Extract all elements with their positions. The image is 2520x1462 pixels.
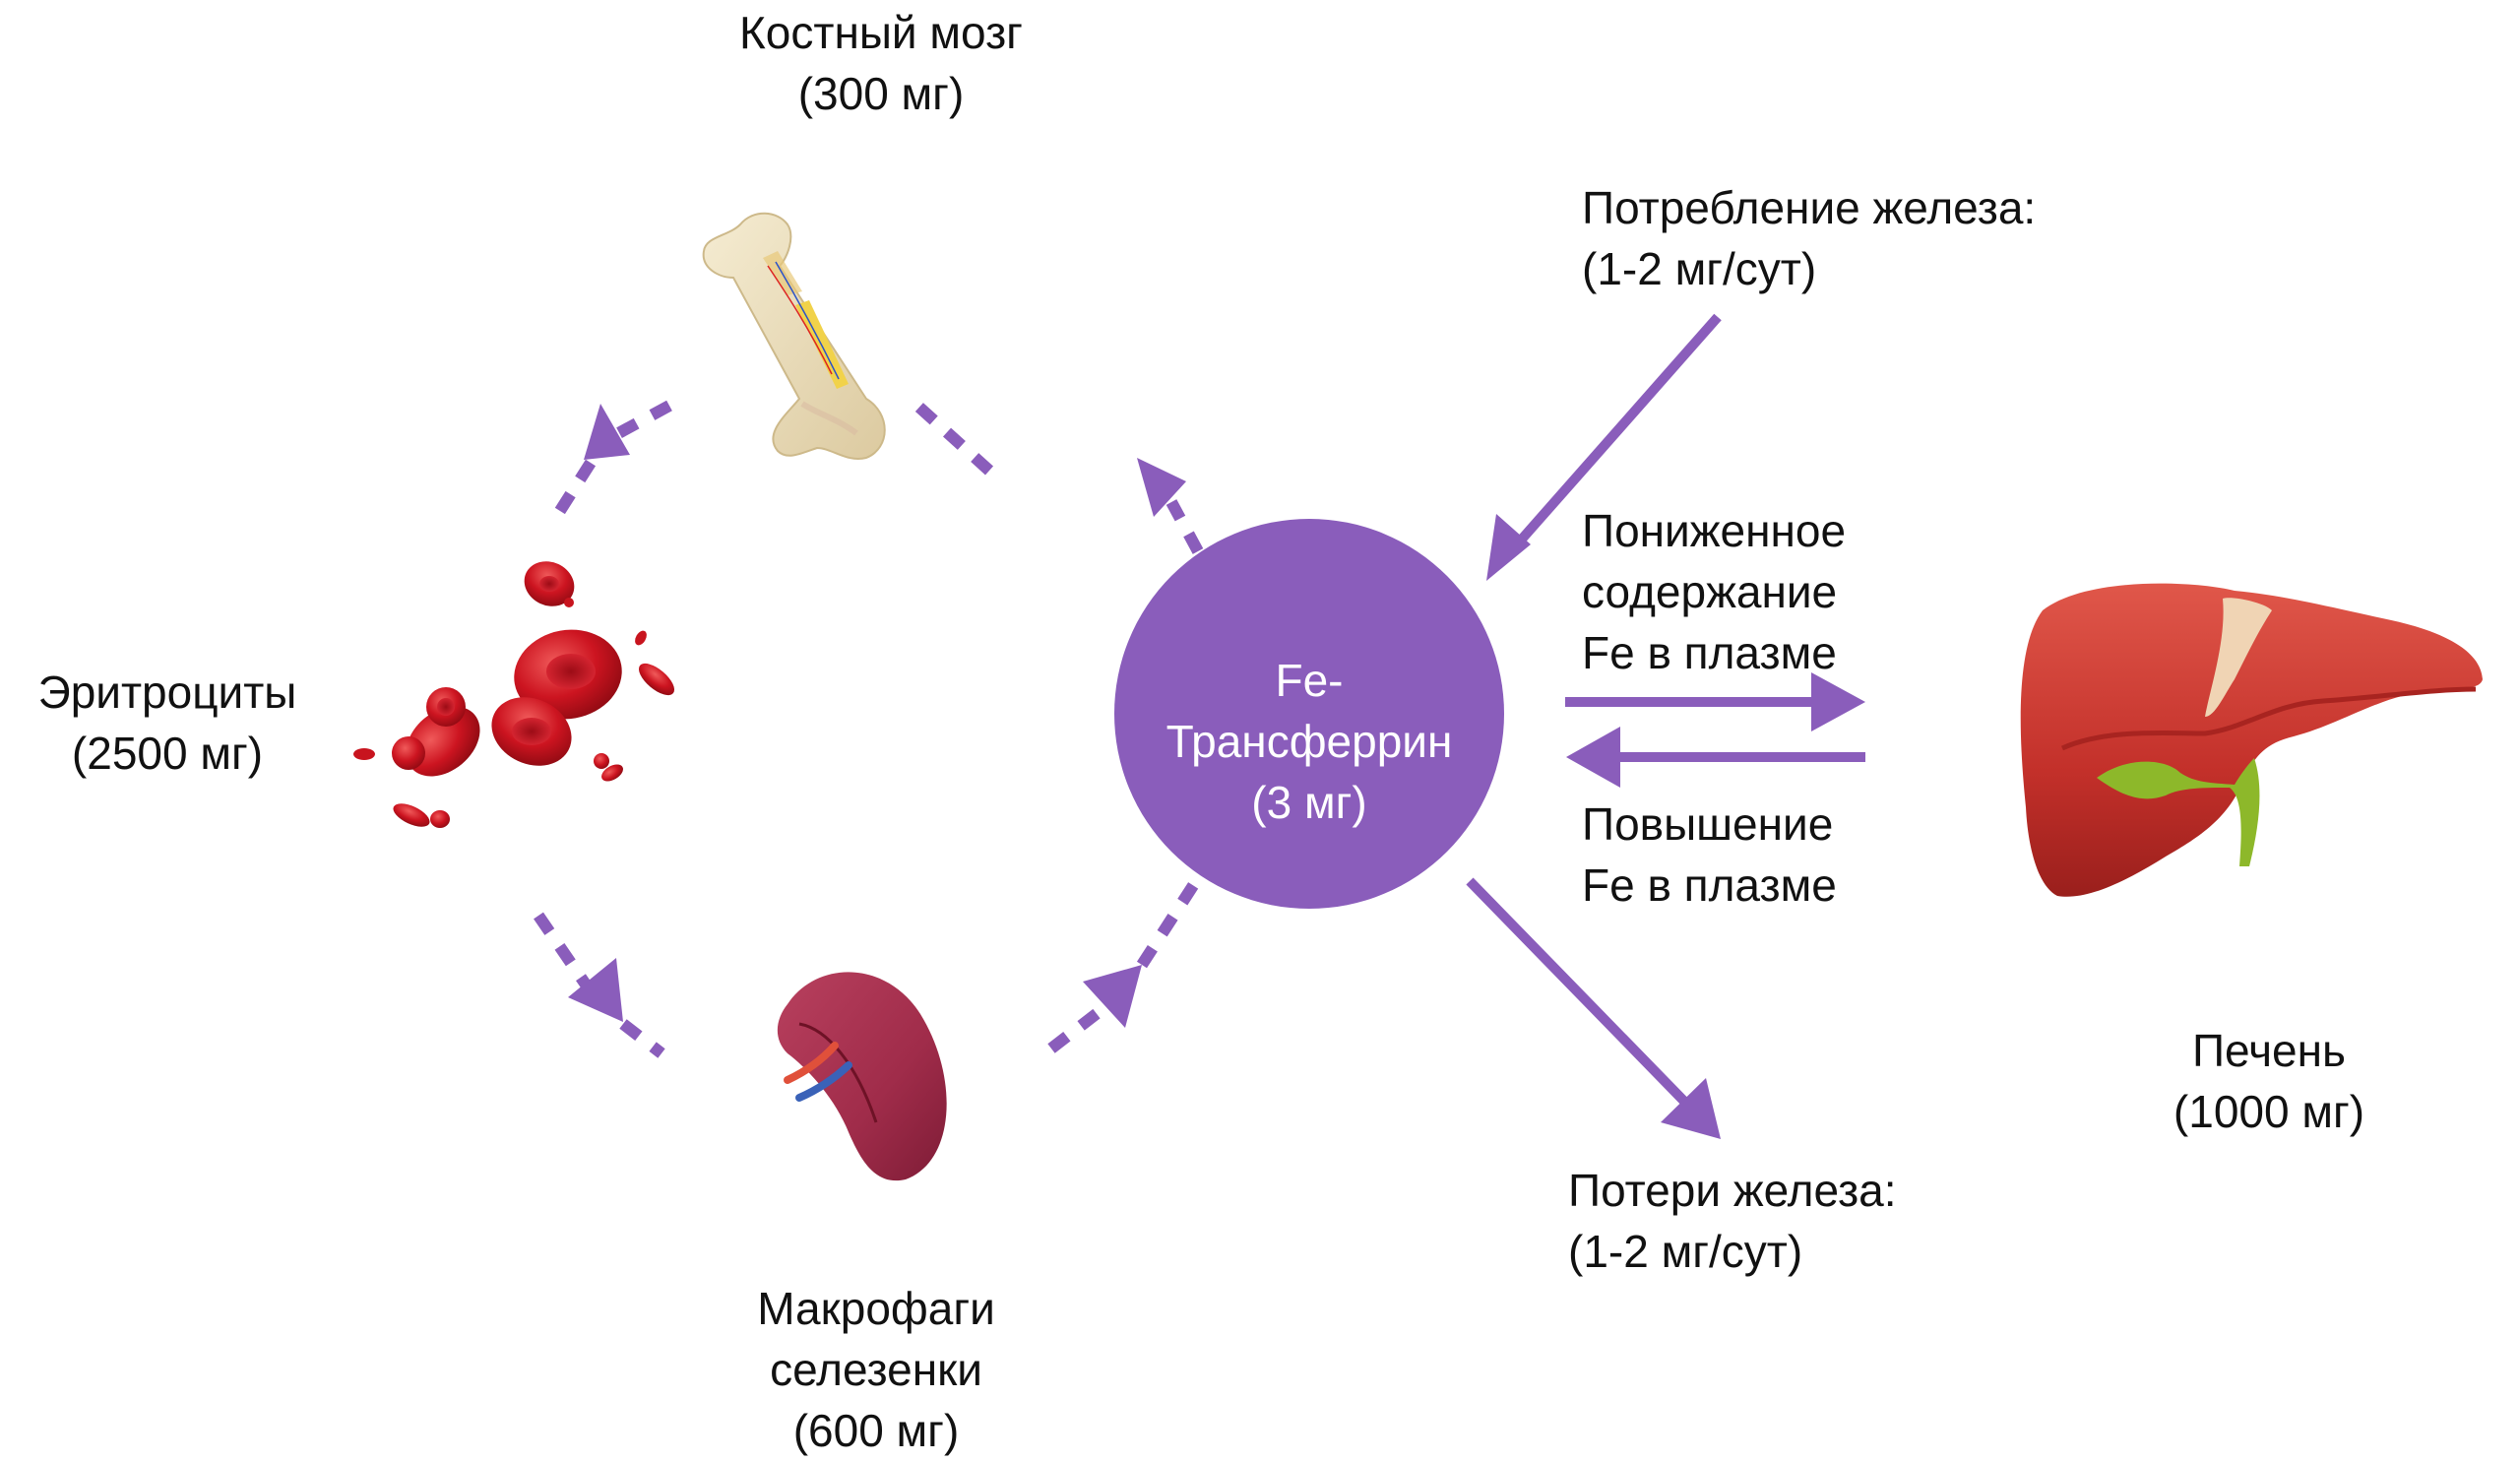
red-blood-cells-icon: [353, 561, 675, 828]
dashed-arrow-transferrin-to-marrow: [911, 399, 1204, 554]
transferrin-line: (3 мг): [1251, 777, 1367, 828]
liver-icon: [2020, 583, 2483, 897]
arrow-to-liver: [1565, 672, 1865, 731]
loss-arrow: [1466, 877, 1721, 1139]
spleen-line: (600 мг): [792, 1405, 960, 1456]
bone-marrow-title: Костный мозг: [739, 7, 1023, 58]
dashed-arrow-spleen-to-transferrin: [1047, 877, 1202, 1053]
low-plasma-fe-line: содержание: [1582, 566, 1838, 617]
transferrin-label: Fe- Трансферрин (3 мг): [1122, 650, 1496, 833]
low-plasma-fe-label: Пониженное содержание Fe в плазме: [1582, 500, 1846, 683]
loss-title: Потери железа:: [1568, 1165, 1897, 1216]
intake-amount: (1-2 мг/сут): [1582, 243, 1817, 294]
bone-icon: [702, 212, 886, 461]
dashed-arrow-marrow-to-erythrocytes: [550, 400, 672, 521]
high-plasma-fe-label: Повышение Fe в плазме: [1582, 794, 1837, 916]
erythrocytes-title: Эритроциты: [37, 667, 297, 718]
arrow-from-liver: [1566, 727, 1865, 788]
transferrin-node: [1114, 519, 1504, 909]
intake-arrow: [1486, 313, 1722, 581]
erythrocytes-label: Эритроциты (2500 мг): [0, 662, 335, 784]
erythrocytes-amount: (2500 мг): [71, 728, 264, 779]
spleen-line: Макрофаги: [757, 1283, 995, 1334]
high-plasma-fe-line: Fe в плазме: [1582, 859, 1837, 911]
spleen-macrophages-label: Макрофаги селезенки (600 мг): [689, 1278, 1063, 1461]
high-plasma-fe-line: Повышение: [1582, 798, 1834, 850]
bone-marrow-label: Костный мозг (300 мг): [669, 2, 1093, 124]
low-plasma-fe-line: Fe в плазме: [1582, 627, 1837, 678]
intake-label: Потребление железа: (1-2 мг/сут): [1582, 177, 2036, 299]
loss-label: Потери железа: (1-2 мг/сут): [1568, 1160, 1897, 1282]
transferrin-line: Fe-: [1275, 655, 1344, 706]
spleen-line: селезенки: [770, 1344, 982, 1395]
bone-marrow-amount: (300 мг): [797, 68, 965, 119]
spleen-icon: [777, 972, 947, 1181]
liver-label: Печень (1000 мг): [2097, 1020, 2441, 1142]
loss-amount: (1-2 мг/сут): [1568, 1226, 1803, 1277]
liver-amount: (1000 мг): [2173, 1086, 2365, 1137]
dashed-arrow-erythrocytes-to-spleen: [534, 912, 665, 1058]
liver-title: Печень: [2191, 1025, 2347, 1076]
intake-title: Потребление железа:: [1582, 182, 2037, 233]
low-plasma-fe-line: Пониженное: [1582, 505, 1847, 556]
transferrin-line: Трансферрин: [1166, 716, 1453, 767]
